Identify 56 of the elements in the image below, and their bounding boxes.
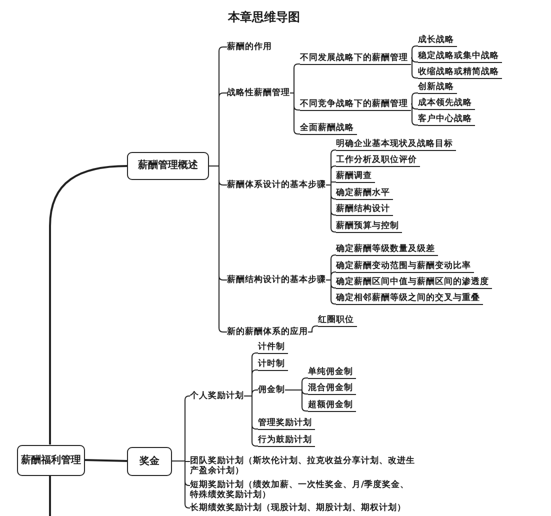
branch-label: 明确企业基本现状及战略目标 (336, 138, 456, 150)
branch-label: 确定相邻薪酬等级之间的交叉与重叠 (336, 292, 483, 304)
connector-line (172, 460, 190, 508)
connector-line (49, 476, 51, 516)
branch-label: 薪酬体系设计的基本步骤 (227, 179, 326, 191)
connector-line (326, 184, 336, 232)
branch-label: 全面薪酬战略 (300, 122, 357, 134)
branch-label: 不同发展战略下的薪酬管理 (300, 52, 411, 64)
branch-label: 确定薪酬变动范围与薪酬变动比率 (336, 260, 474, 272)
branch-label: 单纯佣金制 (308, 366, 356, 378)
connector-line (49, 165, 128, 444)
branch-label: 红圈职位 (318, 314, 357, 326)
connector-line (410, 104, 418, 126)
connector-line (284, 390, 308, 412)
connector-line (410, 46, 418, 58)
connector-line (410, 92, 418, 104)
topic-box: 薪酬福利管理 (17, 444, 85, 476)
branch-label: 确定薪酬区间中值与薪酬区间的渗透度 (336, 276, 492, 288)
branch-label: 超额佣金制 (308, 398, 356, 412)
connector-line (84, 459, 128, 462)
branch-label: 客户中心战略 (418, 112, 475, 126)
branch-label: 收缩战略或精简战略 (418, 66, 502, 78)
title: 本章思维导图 (228, 9, 300, 26)
topic-box: 薪酬管理概述 (127, 152, 209, 180)
branch-label: 不同竞争战略下的薪酬管理 (300, 98, 411, 110)
branch-label: 薪酬结构设计 (336, 202, 393, 216)
branch-label: 长期绩效奖励计划（现股计划、期股计划、期权计划） (190, 502, 406, 514)
branch-label: 混合佣金制 (308, 382, 356, 394)
branch-label: 薪酬结构设计的基本步骤 (227, 274, 326, 286)
branch-label: 管理奖励计划 (258, 416, 315, 430)
branch-label: 短期奖励计划（绩效加薪、一次性奖金、月/季度奖金、特殊绩效奖励计划） (190, 480, 416, 500)
branch-label: 团队奖励计划（斯坎伦计划、拉克收益分享计划、改进生产盈余计划） (190, 456, 416, 476)
branch-label: 战略性薪酬管理 (227, 87, 290, 99)
connector-line (410, 58, 418, 62)
branch-label: 薪酬的作用 (227, 41, 272, 53)
branch-label: 创新战略 (418, 80, 457, 94)
connector-line (410, 58, 418, 78)
connector-line (308, 326, 318, 332)
connector-line (326, 280, 336, 304)
branch-label: 计件制 (258, 340, 288, 354)
branch-label: 薪酬调查 (336, 170, 375, 182)
branch-label: 计时制 (258, 358, 288, 370)
branch-label: 个人奖励计划 (190, 390, 244, 402)
branch-label: 成本领先战略 (418, 96, 475, 110)
branch-label: 佣金制 (258, 384, 285, 396)
branch-label: 薪酬预算与控制 (336, 220, 402, 232)
connector-line (244, 396, 258, 446)
topic-box: 奖金 (127, 446, 172, 476)
branch-label: 确定薪酬水平 (336, 186, 393, 200)
branch-label: 新的薪酬体系的应用 (227, 326, 308, 338)
branch-label: 工作分析及职位评价 (336, 154, 420, 166)
connector-line (410, 104, 418, 110)
branch-label: 稳定战略或集中战略 (418, 50, 502, 62)
branch-label: 确定薪酬等级数量及级差 (336, 242, 438, 256)
branch-label: 行为鼓励计划 (258, 434, 315, 446)
branch-label: 成长战略 (418, 34, 457, 46)
